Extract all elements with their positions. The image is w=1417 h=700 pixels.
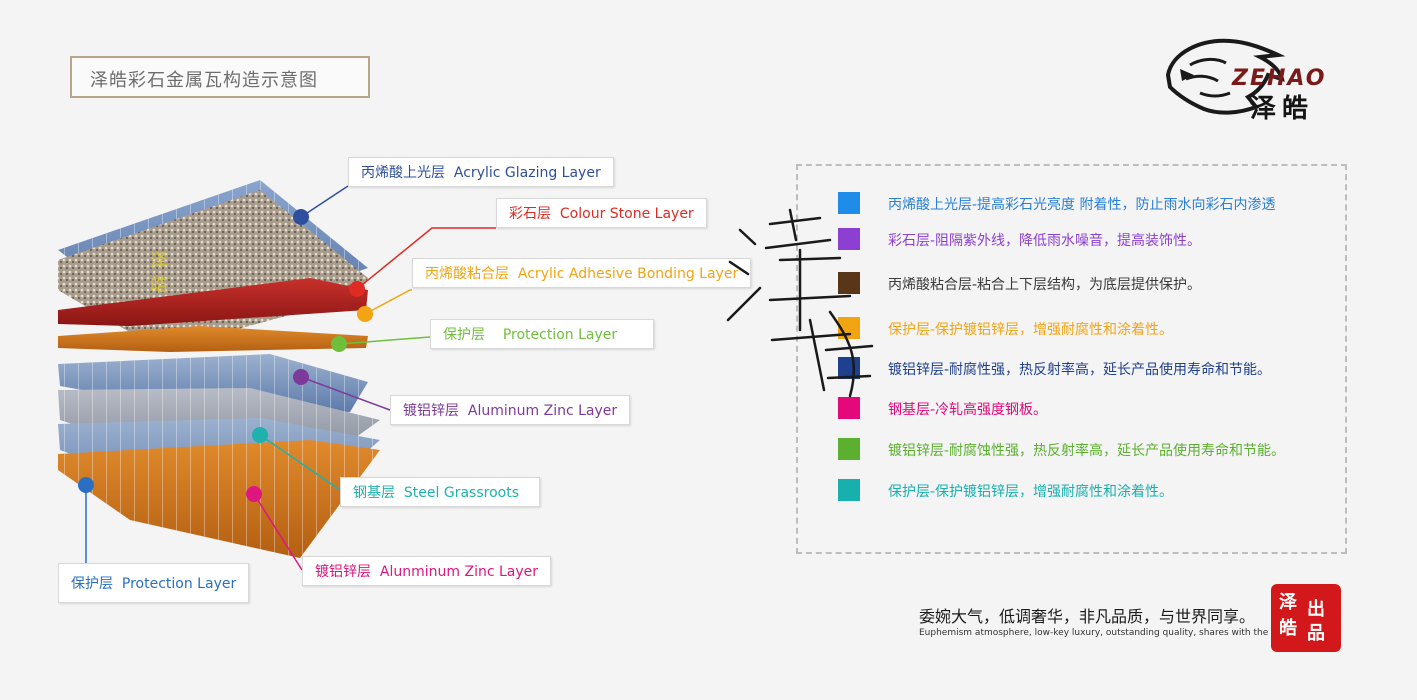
callout-en: Steel Grassroots bbox=[403, 485, 519, 501]
callout-steel-grassroots: 钢基层 Steel Grassroots bbox=[340, 477, 540, 507]
callout-en: Protection Layer bbox=[121, 576, 237, 592]
legend-swatch bbox=[838, 397, 860, 419]
callout-alunminum-zinc: 镀铝锌层 Alunminum Zinc Layer bbox=[302, 556, 552, 586]
callout-cn: 钢基层 bbox=[353, 485, 395, 501]
callout-en: Acrylic Glazing Layer bbox=[453, 165, 601, 181]
callout-en: Alunminum Zinc Layer bbox=[379, 564, 539, 580]
legend-panel: 丙烯酸上光层-提高彩石光亮度 附着性，防止雨水向彩石内渗透 彩石层-阻隔紫外线，… bbox=[796, 164, 1347, 554]
callout-protection-top: 保护层 Protection Layer bbox=[430, 319, 655, 349]
callout-cn: 镀铝锌层 bbox=[315, 564, 371, 580]
legend-text: 钢基层-冷轧高强度钢板。 bbox=[888, 402, 1048, 418]
callout-cn: 保护层 bbox=[71, 576, 113, 592]
logo-cn-text: 泽皓 bbox=[1250, 94, 1315, 124]
callout-en: Protection Layer bbox=[502, 327, 618, 343]
callout-cn: 丙烯酸上光层 bbox=[361, 165, 445, 181]
stack-watermark: 泽皓 bbox=[150, 251, 168, 296]
legend-text: 保护层-保护镀铝锌层，增强耐腐性和涂着性。 bbox=[888, 484, 1174, 500]
legend-swatch bbox=[838, 479, 860, 501]
callout-cn: 丙烯酸粘合层 bbox=[425, 266, 509, 282]
callout-aluminum-zinc: 镀铝锌层 Aluminum Zinc Layer bbox=[390, 395, 631, 425]
legend-text: 镀铝锌层-耐腐蚀性强，热反射率高，延长产品使用寿命和节能。 bbox=[888, 443, 1286, 459]
lion-head-icon bbox=[1165, 38, 1286, 115]
logo-latin-text: ZEHAO bbox=[1232, 66, 1327, 91]
diagram-title-box: 泽皓彩石金属瓦构造示意图 bbox=[70, 56, 370, 98]
legend-text: 镀铝锌层-耐腐性强，热反射率高，延长产品使用寿命和节能。 bbox=[888, 362, 1272, 378]
callout-en: Colour Stone Layer bbox=[559, 206, 694, 222]
seal-right-text: 出品 bbox=[1307, 599, 1325, 644]
seal-left-text: 泽皓 bbox=[1279, 592, 1297, 639]
callout-acrylic-glazing: 丙烯酸上光层 Acrylic Glazing Layer bbox=[348, 157, 614, 187]
callout-en: Aluminum Zinc Layer bbox=[467, 403, 618, 419]
legend-text: 保护层-保护镀铝锌层，增强耐腐性和涂着性。 bbox=[888, 322, 1174, 338]
callout-cn: 彩石层 bbox=[509, 206, 551, 222]
slogan-english: Euphemism atmosphere, low-key luxury, ou… bbox=[919, 628, 1299, 638]
legend-swatch bbox=[838, 438, 860, 460]
callout-cn: 镀铝锌层 bbox=[403, 403, 459, 419]
callout-protection-bottom: 保护层 Protection Layer bbox=[58, 563, 250, 603]
diagram-title: 泽皓彩石金属瓦构造示意图 bbox=[90, 70, 318, 91]
callout-en: Acrylic Adhesive Bonding Layer bbox=[517, 266, 739, 282]
legend-text: 丙烯酸上光层-提高彩石光亮度 附着性，防止雨水向彩石内渗透 bbox=[888, 197, 1276, 213]
legend-swatch bbox=[838, 228, 860, 250]
callout-acrylic-adhesive: 丙烯酸粘合层 Acrylic Adhesive Bonding Layer bbox=[412, 258, 752, 288]
legend-text: 丙烯酸粘合层-粘合上下层结构，为底层提供保护。 bbox=[888, 277, 1202, 293]
legend-text: 彩石层-阻隔紫外线，降低雨水噪音，提高装饰性。 bbox=[888, 233, 1202, 249]
legend-swatch bbox=[838, 272, 860, 294]
calligraphy-watermark-icon bbox=[726, 208, 874, 398]
slogan-chinese: 委婉大气，低调奢华，非凡品质，与世界同享。 bbox=[919, 607, 1256, 626]
legend-swatch bbox=[838, 192, 860, 214]
callout-cn: 保护层 bbox=[443, 327, 485, 343]
red-seal-stamp: 泽皓 出品 bbox=[1271, 584, 1341, 652]
callout-colour-stone: 彩石层 Colour Stone Layer bbox=[496, 198, 707, 228]
